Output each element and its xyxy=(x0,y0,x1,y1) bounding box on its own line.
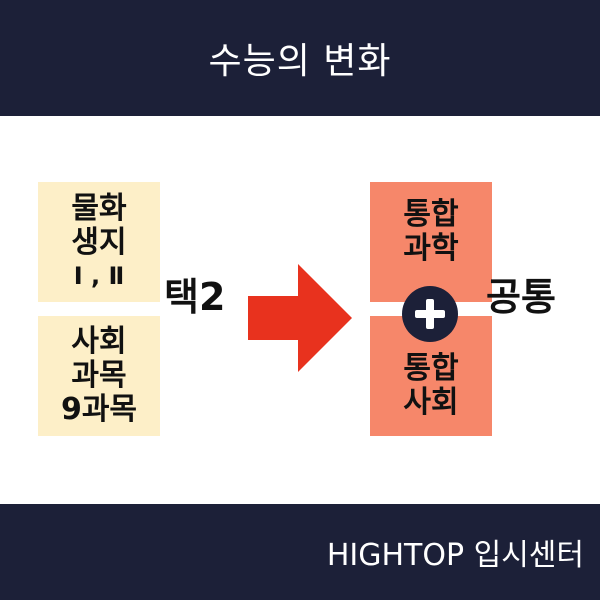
science-line-2: 생지 xyxy=(71,225,127,260)
integrated-science-line-2: 과학 xyxy=(403,231,459,266)
integrated-science-line-1: 통합 xyxy=(403,197,459,232)
common-label: 공통 xyxy=(486,275,556,319)
page-title: 수능의 변화 xyxy=(208,41,392,82)
social-subjects-box: 사회 과목 9과목 xyxy=(38,316,160,436)
footer-brand: HIGHTOP 입시센터 xyxy=(326,538,584,573)
social-line-1: 사회 xyxy=(71,324,127,359)
choose-two-label: 택2 xyxy=(164,275,226,319)
integrated-social-line-2: 사회 xyxy=(403,385,459,420)
header-bar: 수능의 변화 xyxy=(0,0,600,116)
science-line-1: 물화 xyxy=(71,191,127,226)
plus-icon xyxy=(402,286,458,342)
social-line-2: 과목 xyxy=(71,358,127,393)
integrated-science-box: 통합 과학 xyxy=(370,182,492,302)
science-line-3: Ⅰ , Ⅱ xyxy=(73,262,125,290)
footer-bar: HIGHTOP 입시센터 xyxy=(0,504,600,600)
social-line-3: 9과목 xyxy=(60,392,138,427)
integrated-social-line-1: 통합 xyxy=(403,351,459,386)
science-subjects-box: 물화 생지 Ⅰ , Ⅱ xyxy=(38,182,160,302)
right-arrow-icon xyxy=(248,264,352,372)
